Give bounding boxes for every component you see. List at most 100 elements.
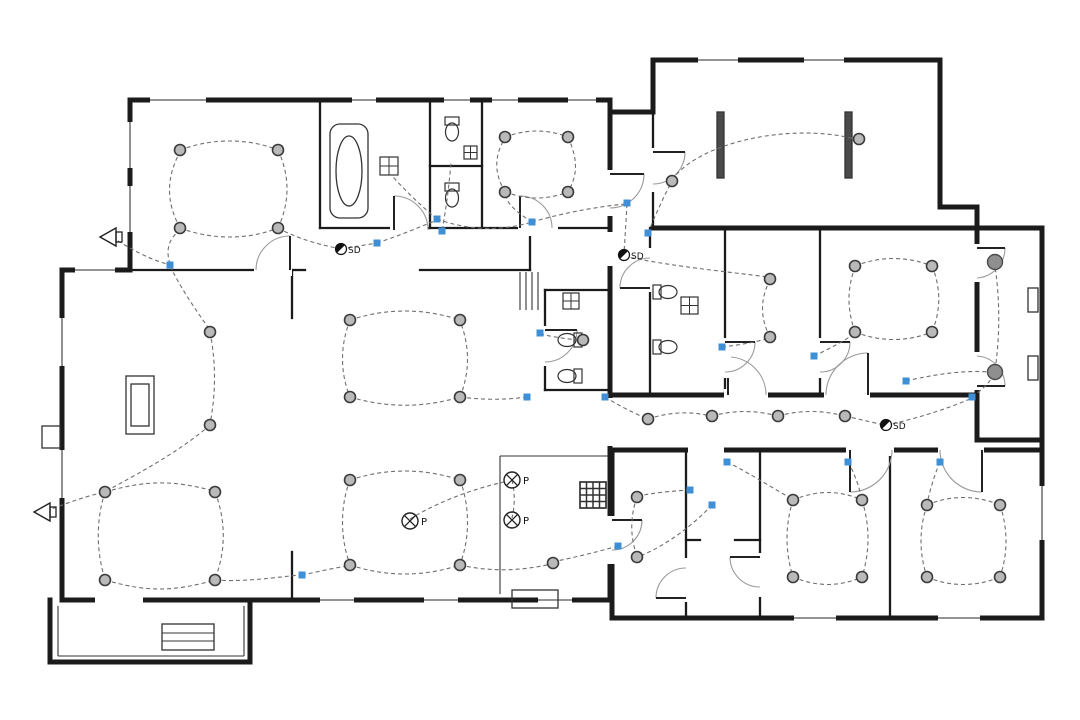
wire-run (209, 331, 216, 425)
door-swing-arc (544, 329, 578, 363)
ceiling-light (925, 259, 939, 273)
wire-run (277, 227, 342, 250)
wire-run (168, 151, 181, 229)
pendant-label: P (523, 476, 529, 487)
pendant-circle (503, 511, 521, 529)
door-swing-arc (825, 352, 869, 396)
wire-run (460, 396, 528, 400)
wall-switch (373, 239, 381, 247)
door-gap (938, 444, 984, 456)
ceiling-light (630, 490, 644, 504)
ceiling-light (993, 498, 1007, 512)
closet-shelf (1027, 355, 1039, 381)
door-gap (647, 148, 659, 192)
wire-run (848, 266, 856, 333)
wire-run (459, 479, 469, 565)
wire-run (409, 481, 505, 520)
door-gap (254, 264, 292, 276)
ceiling-light (453, 473, 467, 487)
wire-run (905, 370, 990, 382)
door-swing-arc (939, 449, 983, 493)
doors-layer (254, 148, 1006, 602)
speaker-symbol (32, 501, 57, 523)
door-gap (724, 389, 768, 401)
door-swing-arc (519, 195, 553, 229)
pendant-label: P (421, 517, 427, 528)
wire-run (441, 162, 452, 231)
pendant-x-line (505, 513, 519, 527)
ceiling-light (705, 409, 719, 423)
smoke-detector-half (618, 249, 628, 259)
wire-run (349, 470, 461, 481)
wire-run (931, 265, 940, 333)
fireplace-firebox (130, 383, 150, 427)
ceiling-light (993, 570, 1007, 584)
ceiling-light (920, 498, 934, 512)
ceiling-light (771, 409, 785, 423)
wire-run (531, 203, 626, 223)
porch-steps (161, 623, 215, 651)
smoke-detector-half (880, 419, 890, 429)
wire-run (391, 175, 438, 220)
wire-run (999, 504, 1007, 578)
wire-run (926, 497, 1001, 506)
wire-run (786, 499, 794, 578)
exterior-light (986, 363, 1004, 381)
wire-run (885, 398, 971, 426)
wire-run (97, 491, 106, 580)
wire-run (104, 482, 215, 493)
smoke-detector-label: SD (348, 246, 361, 256)
wire-run (436, 218, 533, 229)
stair-treads (519, 272, 539, 310)
wire-run (711, 411, 778, 417)
smoke-detector: SD (334, 242, 361, 256)
door-gap (846, 444, 894, 456)
wire-run (761, 279, 771, 338)
wire-run (926, 461, 941, 505)
walls-interior-layer (128, 98, 892, 620)
porch-inner-edge (57, 606, 245, 657)
wall-switch (644, 229, 652, 237)
wire-run (777, 411, 845, 417)
wire-run (45, 492, 102, 512)
exterior-light (986, 253, 1004, 271)
door-swing-arc (724, 341, 756, 373)
ceiling-light (925, 325, 939, 339)
wall-opening (95, 594, 143, 606)
door-gap (971, 244, 983, 282)
wire-run (623, 203, 628, 254)
ceiling-light (343, 558, 357, 572)
wall-switch (614, 542, 622, 550)
wire-run (104, 579, 216, 590)
ceiling-light (786, 493, 800, 507)
vanity-sink (562, 292, 580, 310)
closet-shelf (1027, 287, 1039, 313)
wire-run (277, 149, 288, 229)
ceiling-light (576, 333, 590, 347)
ceiling-light (271, 221, 285, 235)
wall-switch (936, 458, 944, 466)
wall-opening (688, 444, 724, 456)
garage-door-post (844, 111, 853, 179)
smoke-detector-label: SD (893, 422, 906, 432)
ceiling-light (453, 390, 467, 404)
pendant-x-line (505, 473, 519, 487)
wire-run (631, 496, 638, 557)
wall-switch (433, 215, 441, 223)
toilet-fixture (444, 182, 460, 208)
wire-run (341, 479, 351, 565)
smoke-detector: SD (617, 248, 644, 262)
wire-run (111, 236, 168, 265)
toilet-fixture (557, 368, 583, 384)
toilet-tank (444, 182, 460, 192)
wire-run (792, 576, 863, 585)
door-swing-arc (609, 173, 645, 209)
speaker-symbol (98, 226, 123, 248)
door-gap (604, 170, 616, 216)
wall-switch (536, 329, 544, 337)
wall-switch (844, 458, 852, 466)
wall-switch (623, 199, 631, 207)
ceiling-light (630, 550, 644, 564)
